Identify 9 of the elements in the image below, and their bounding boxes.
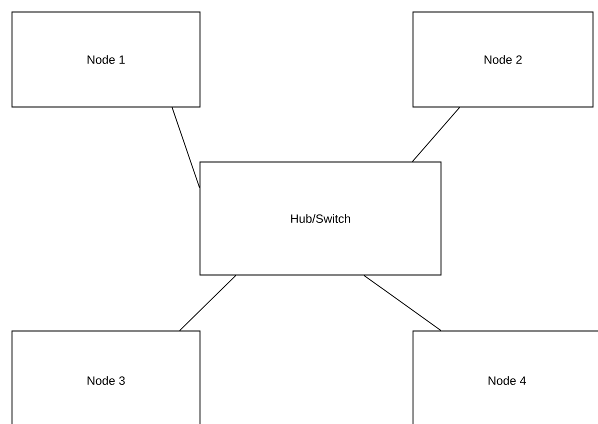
connector-line [412,107,460,162]
connector-line [179,275,236,331]
node-box: Node 4 [412,330,598,424]
connector-line [172,107,200,188]
node-box: Node 1 [12,12,200,108]
node-box: Node 2 [412,12,594,108]
node-box: Hub/Switch [200,162,442,276]
node-box: Node 3 [12,330,200,424]
connector-line [364,275,442,331]
